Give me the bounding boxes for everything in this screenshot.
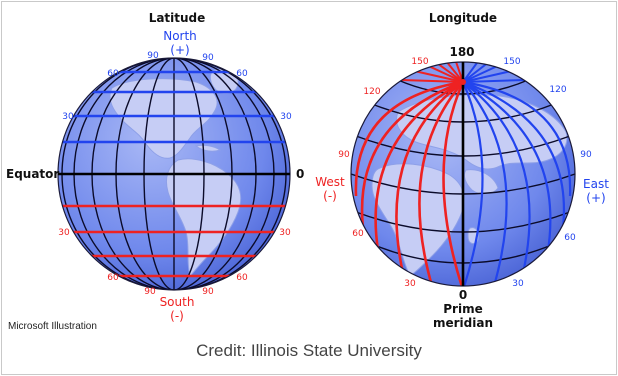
lat-south-90-left: 90: [144, 287, 156, 297]
prime-meridian-label-line2: meridian: [433, 316, 493, 330]
equator-label: Equator: [6, 167, 59, 181]
north-label: North: [163, 29, 197, 43]
lat-north-30-left: 30: [62, 112, 74, 122]
africa-shape: [371, 163, 465, 277]
western-longitude-lines: [354, 80, 465, 286]
longitude-180-label: 180: [449, 45, 474, 59]
longitude-title: Longitude: [429, 11, 497, 25]
lat-north-30-right: 30: [280, 112, 292, 122]
north-pole-point: [460, 79, 466, 85]
lat-south-60-right: 60: [236, 273, 248, 283]
eastern-longitude-lines: [461, 80, 572, 286]
lat-south-90-right: 90: [202, 287, 214, 297]
latitude-globe: Latitude North (+) Equator 0 90 90 60 60…: [6, 11, 304, 323]
prime-meridian-zero: 0: [459, 288, 467, 302]
lat-south-30-left: 30: [58, 228, 70, 238]
lon-east-60: 60: [564, 233, 576, 243]
lon-east-90: 90: [580, 150, 592, 160]
arabia-shape: [463, 169, 499, 195]
lat-north-90-left: 90: [147, 51, 159, 61]
lon-east-30: 30: [512, 279, 524, 289]
lon-west-90: 90: [338, 150, 350, 160]
image-credit: Credit: Illinois State University: [196, 341, 422, 360]
west-sign: (-): [323, 189, 337, 203]
south-america-shape: [165, 158, 242, 277]
lat-north-90-right: 90: [202, 53, 214, 63]
lon-west-30: 30: [404, 279, 416, 289]
lon-west-120: 120: [363, 87, 380, 97]
lon-west-60: 60: [352, 229, 364, 239]
equator-zero-label: 0: [296, 167, 304, 181]
latitude-title: Latitude: [149, 11, 206, 25]
east-sign: (+): [586, 191, 605, 205]
lat-north-60-left: 60: [107, 69, 119, 79]
lon-east-120: 120: [549, 85, 566, 95]
lat-north-60-right: 60: [236, 69, 248, 79]
illustration-source: Microsoft Illustration: [8, 321, 97, 332]
longitude-globe: Longitude 180 150 120 90 60 30 150 120 9…: [315, 11, 609, 330]
lon-east-150: 150: [503, 57, 520, 67]
north-sign: (+): [170, 43, 189, 57]
west-label: West: [315, 175, 345, 189]
lon-west-150: 150: [411, 57, 428, 67]
south-label: South: [160, 295, 195, 309]
south-sign: (-): [170, 309, 184, 323]
lat-south-60-left: 60: [107, 273, 119, 283]
north-america-shape: [109, 78, 218, 159]
lat-south-30-right: 30: [279, 228, 291, 238]
prime-meridian-label-line1: Prime: [443, 302, 482, 316]
east-label: East: [583, 177, 609, 191]
